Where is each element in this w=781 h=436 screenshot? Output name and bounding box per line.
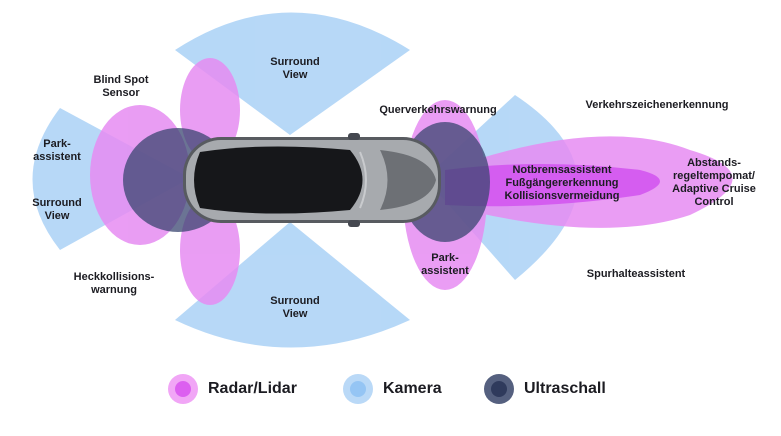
legend-label: Kamera: [383, 380, 442, 397]
label-surround-view-top: Surround View: [270, 56, 320, 81]
ultrasonic-swatch-icon: [484, 374, 514, 404]
legend-label: Ultraschall: [524, 380, 606, 397]
label-abstandsregeltempomat: Abstands- regeltempomat/ Adaptive Cruise…: [672, 157, 756, 208]
legend-label: Radar/Lidar: [208, 380, 297, 397]
label-spurhalteassistent: Spurhalteassistent: [586, 268, 686, 280]
radar-zones-core: [445, 164, 660, 207]
legend-item-radar: Radar/Lidar: [168, 374, 297, 404]
camera-zone-top: [175, 12, 410, 135]
label-park-assistent-rear: Park- assistent: [33, 138, 81, 163]
legend-item-kamera: Kamera: [343, 374, 442, 404]
label-querverkehrswarnung: Querverkehrswarnung: [379, 104, 497, 116]
legend: Radar/Lidar Kamera Ultraschall: [0, 374, 781, 414]
label-notbremsassistent: Notbremsassistent Fußgängererkennung Kol…: [504, 164, 620, 202]
camera-swatch-icon: [343, 374, 373, 404]
label-blind-spot-sensor: Blind Spot Sensor: [93, 74, 149, 99]
label-verkehrszeichenerkennung: Verkehrszeichenerkennung: [585, 99, 729, 111]
radar-swatch-icon: [168, 374, 198, 404]
legend-item-ultraschall: Ultraschall: [484, 374, 606, 404]
label-surround-view-rear: Surround View: [32, 197, 82, 222]
camera-zone-bottom: [175, 222, 410, 348]
radar-zone-mid-range: [445, 164, 660, 207]
label-park-assistent-front: Park- assistent: [421, 252, 469, 277]
label-surround-view-bottom: Surround View: [270, 295, 320, 320]
label-heckkollisionswarnung: Heckkollisions- warnung: [73, 271, 155, 296]
car-top-view: [183, 133, 441, 227]
